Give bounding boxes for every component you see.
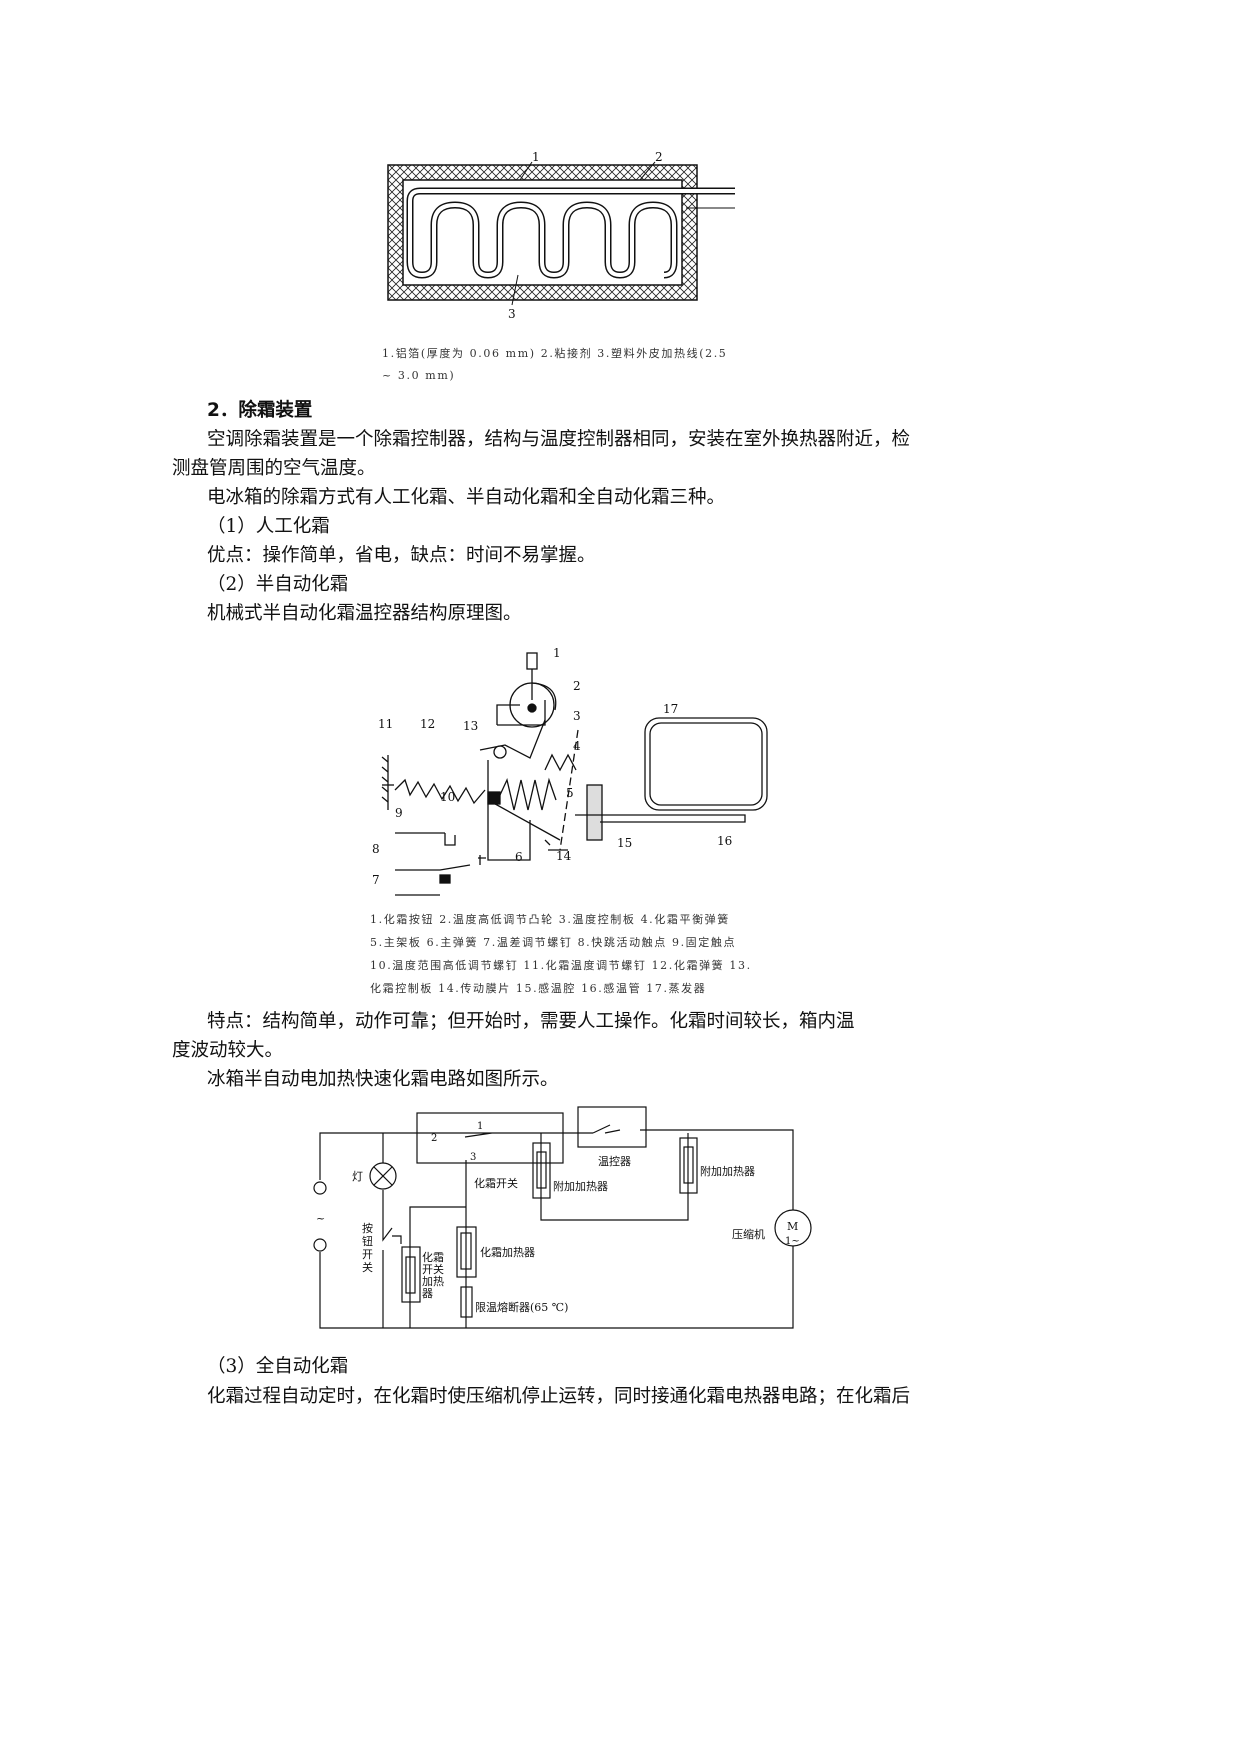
switch-terminal-3: 3 (470, 1152, 476, 1163)
ac-tilde: ~ (316, 1212, 325, 1225)
fuse-label: 限温熔断器(65 ℃) (475, 1300, 568, 1314)
paragraph: 化霜过程自动定时，在化霜时使压缩机停止运转，同时接通化霜电热器电路；在化霜后 (207, 1386, 911, 1407)
fig2-label-3: 3 (573, 709, 581, 723)
fig1-label-3: 3 (508, 307, 516, 321)
defrost-switch-heater-label: 化霜开关加热器 (422, 1251, 444, 1300)
figure2-caption-line: 10.温度范围高低调节螺钉 11.化霜温度调节螺钉 12.化霜弹簧 13. (370, 959, 752, 972)
fig2-label-4: 4 (573, 739, 581, 753)
figure2-caption-line: 化霜控制板 14.传动膜片 15.感温腔 16.感温管 17.蒸发器 (370, 982, 707, 995)
fig2-label-1: 1 (553, 646, 561, 660)
paragraph: 优点：操作简单，省电，缺点：时间不易掌握。 (207, 545, 596, 566)
subheading: （2）半自动化霜 (207, 574, 349, 595)
paragraph: 测盘管周围的空气温度。 (172, 458, 376, 479)
fig2-label-9: 9 (395, 806, 403, 820)
fig2-label-5: 5 (566, 786, 574, 800)
figure1-caption-line2: ~ 3.0 mm) (382, 369, 456, 382)
button-switch-label: 按钮开关 (362, 1222, 373, 1274)
fig2-label-16: 16 (717, 834, 732, 848)
fig2-label-17: 17 (663, 702, 678, 716)
switch-terminal-2: 2 (431, 1133, 437, 1144)
figure1-caption-line1: 1.铝箔(厚度为 0.06 mm) 2.粘接剂 3.塑料外皮加热线(2.5 (382, 347, 728, 360)
fig2-label-8: 8 (372, 842, 380, 856)
motor-m: M (787, 1220, 798, 1233)
fig2-label-7: 7 (372, 873, 380, 887)
subheading: （1）人工化霜 (207, 516, 330, 537)
fig2-label-11: 11 (378, 717, 393, 731)
figure2-caption-line: 5.主架板 6.主弹簧 7.温差调节螺钉 8.快跳活动触点 9.固定触点 (370, 936, 737, 949)
fig2-label-13: 13 (463, 719, 478, 733)
switch-terminal-1: 1 (477, 1121, 483, 1132)
fig2-label-14: 14 (556, 849, 572, 863)
fig2-label-12: 12 (420, 717, 435, 731)
fig2-label-10: 10 (440, 790, 455, 804)
paragraph: 特点：结构简单，动作可靠；但开始时，需要人工操作。化霜时间较长，箱内温 (207, 1011, 855, 1032)
defrost-heater-label: 化霜加热器 (480, 1245, 535, 1259)
fig1-label-2: 2 (655, 150, 663, 164)
fig2-label-2: 2 (573, 679, 581, 693)
fig1-label-1: 1 (532, 150, 540, 164)
fig2-label-15: 15 (617, 836, 632, 850)
paragraph: 机械式半自动化霜温控器结构原理图。 (207, 603, 522, 624)
thermostat-label: 温控器 (598, 1154, 631, 1168)
fig2-label-6: 6 (515, 850, 523, 864)
paragraph: 度波动较大。 (172, 1040, 284, 1061)
lamp-label: 灯 (352, 1170, 363, 1183)
compressor-label: 压缩机 (732, 1227, 765, 1241)
section-heading: 2．除霜装置 (207, 400, 313, 421)
figure2-caption-line: 1.化霜按钮 2.温度高低调节凸轮 3.温度控制板 4.化霜平衡弹簧 (370, 913, 730, 926)
foil-border (387, 164, 698, 301)
paragraph: 冰箱半自动电加热快速化霜电路如图所示。 (207, 1069, 559, 1090)
defrost-switch-label: 化霜开关 (474, 1176, 518, 1190)
paragraph: 空调除霜装置是一个除霜控制器，结构与温度控制器相同，安装在室外换热器附近，检 (207, 429, 911, 450)
paragraph: 电冰箱的除霜方式有人工化霜、半自动化霜和全自动化霜三种。 (207, 487, 726, 508)
motor-phase: 1~ (785, 1236, 800, 1247)
extra-heater-left-label: 附加加热器 (553, 1179, 608, 1193)
extra-heater-right-label: 附加加热器 (700, 1164, 755, 1178)
subheading: （3）全自动化霜 (207, 1356, 349, 1377)
